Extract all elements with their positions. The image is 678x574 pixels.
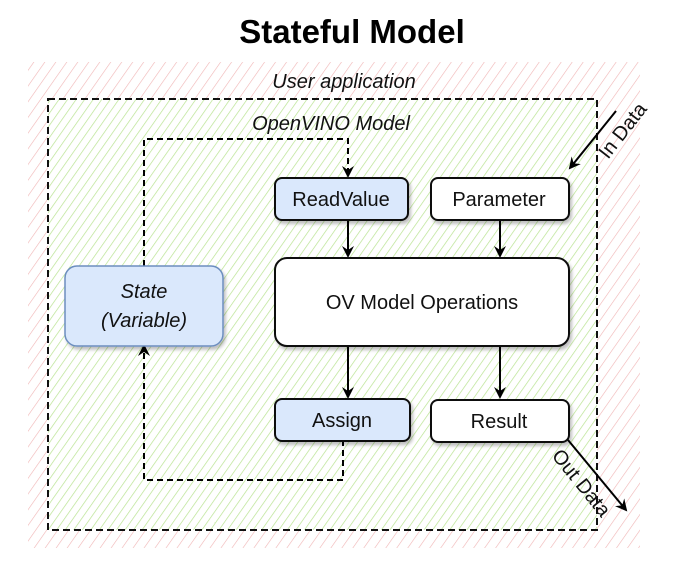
state-label: State bbox=[121, 281, 168, 303]
state-to-readvalue-edge bbox=[143, 138, 354, 266]
operations-label: OV Model Operations bbox=[326, 292, 518, 314]
assign-label: Assign bbox=[312, 410, 372, 432]
variable-label: (Variable) bbox=[101, 310, 187, 332]
out-data-edge bbox=[567, 439, 628, 512]
operations-node[interactable]: OV Model Operations bbox=[274, 257, 570, 347]
assign-box bbox=[274, 398, 411, 442]
state-variable-box bbox=[64, 265, 224, 347]
state-variable-node[interactable]: State (Variable) bbox=[64, 265, 224, 347]
diagram-title: Stateful Model bbox=[239, 13, 465, 50]
parameter-box bbox=[430, 177, 570, 221]
readvalue-box bbox=[274, 177, 409, 221]
assign-to-state-edge bbox=[138, 344, 344, 481]
result-box bbox=[430, 399, 570, 443]
readvalue-node[interactable]: ReadValue bbox=[274, 177, 409, 221]
assign-node[interactable]: Assign bbox=[274, 398, 411, 442]
parameter-label: Parameter bbox=[452, 189, 546, 211]
result-node[interactable]: Result bbox=[430, 399, 570, 443]
readvalue-label: ReadValue bbox=[292, 189, 389, 211]
in-data-edge bbox=[568, 110, 617, 170]
operations-box bbox=[274, 257, 570, 347]
parameter-node[interactable]: Parameter bbox=[430, 177, 570, 221]
result-label: Result bbox=[471, 411, 528, 433]
openvino-model-label: OpenVINO Model bbox=[252, 113, 410, 135]
user-application-label: User application bbox=[272, 71, 415, 93]
